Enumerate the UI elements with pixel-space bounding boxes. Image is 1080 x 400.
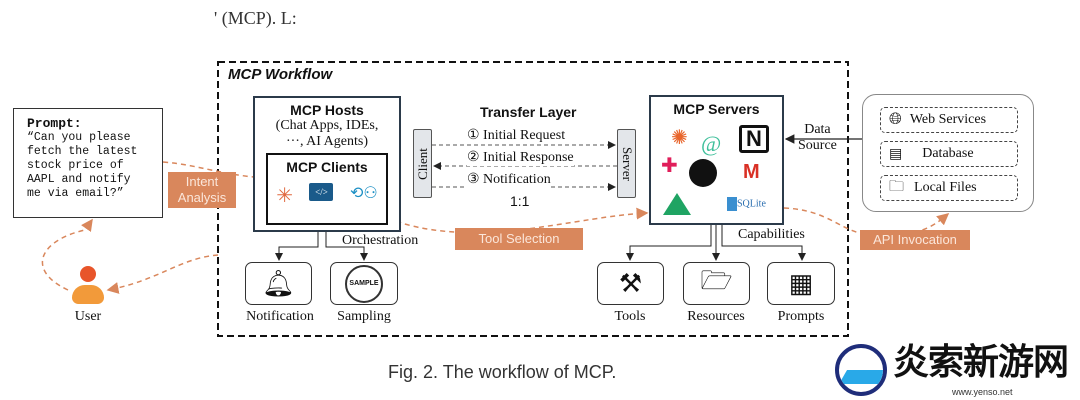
folder-icon: 🗁 [683, 262, 750, 305]
sample-stamp-icon: SAMPLE [330, 262, 398, 305]
capabilities-connector [721, 224, 806, 261]
prompt-line: AAPL and notify [27, 173, 131, 186]
step-initial-request: ① Initial Request [467, 127, 566, 144]
tools-label: Tools [614, 309, 646, 324]
workflow-to-user-flow [106, 254, 219, 294]
sampling-label: Sampling [337, 309, 391, 324]
hosts-title: MCP Hosts [290, 102, 364, 118]
notification-label: Notification [246, 309, 314, 324]
prompt-to-clients-flow [162, 161, 268, 184]
capabilities-label: Capabilities [738, 227, 805, 242]
claude-icon: ✳ [276, 185, 293, 207]
source-label: Database [922, 146, 974, 161]
orchestration-connector [275, 224, 319, 261]
user-label: User [74, 309, 102, 324]
prompt-line: stock price of [27, 159, 124, 172]
hosts-subtitle-2: ···, AI Agents) [285, 134, 369, 149]
prompt-card: Prompt: “Can you please fetch the latest… [13, 108, 163, 218]
google-drive-icon [663, 193, 691, 215]
github-icon [689, 159, 717, 187]
orchestration-label: Orchestration [342, 233, 419, 248]
grafana-icon: ✺ [671, 127, 688, 149]
transfer-title: Transfer Layer [480, 104, 577, 120]
data-source-line: Data [804, 122, 831, 137]
figure-caption: Fig. 2. The workflow of MCP. [388, 362, 617, 382]
bell-icon: 🔔︎ [245, 262, 312, 305]
ratio-label: 1:1 [510, 193, 530, 209]
gmail-icon: M [743, 161, 760, 183]
clients-title: MCP Clients [286, 159, 368, 175]
intent-analysis-tag: Intent Analysis [168, 172, 236, 208]
code-monitor-icon: </> [309, 183, 334, 201]
data-sources-panel [862, 94, 1034, 212]
source-web-services: 🌐︎ Web Services [880, 107, 1018, 133]
servers-title: MCP Servers [673, 101, 760, 117]
watermark-logo [835, 344, 887, 396]
globe-icon: 🌐︎ [889, 111, 902, 128]
prompt-line: fetch the latest [27, 145, 138, 158]
slack-icon: ✚ [661, 155, 678, 177]
client-endpoint: Client [413, 129, 432, 198]
database-icon: ▤ [889, 146, 903, 162]
orchestration-connector [325, 224, 368, 261]
watermark-url: www.yenso.net [952, 387, 1013, 397]
sqlite-text: SQLite [737, 198, 766, 210]
prompt-line: “Can you please [27, 131, 131, 144]
mcp-servers-box: MCP Servers ✺ @ N ✚ M SQLite [649, 95, 784, 225]
prompt-line: me via email?” [27, 187, 124, 200]
client-endpoint-label: Client [414, 147, 430, 180]
server-endpoint-label: Server [619, 146, 635, 181]
source-label: Web Services [909, 112, 987, 127]
capabilities-connector [626, 224, 712, 261]
notion-icon: N [739, 125, 769, 153]
sqlite-icon: SQLite [727, 197, 766, 211]
watermark-text: 炎索新游网 [893, 341, 1069, 382]
template-icon: ▦ [767, 262, 835, 305]
tools-icon: ⚒ [597, 262, 664, 305]
step-notification: ③ Notification [467, 171, 551, 188]
user-icon [72, 266, 104, 306]
server-endpoint: Server [617, 129, 636, 198]
source-label: Local Files [914, 180, 977, 195]
folders-icon: 🗀 [889, 178, 905, 195]
openai-swirl-icon: @ [701, 131, 722, 156]
prompts-label: Prompts [777, 309, 825, 324]
source-database: ▤ Database [880, 141, 1018, 167]
header-fragment: ' (MCP). L: [214, 8, 297, 28]
agents-icon: ⟲⚇ [349, 185, 378, 202]
tool-selection-tag: Tool Selection [455, 228, 583, 250]
source-local-files: 🗀 Local Files [880, 175, 1018, 201]
step-initial-response: ② Initial Response [467, 149, 574, 166]
prompt-label: Prompt: [27, 116, 82, 131]
mcp-clients-box: MCP Clients ✳ </> ⟲⚇ [266, 153, 388, 225]
resources-label: Resources [687, 309, 745, 324]
workflow-frame [217, 61, 849, 337]
hosts-subtitle-1: (Chat Apps, IDEs, [275, 118, 379, 133]
clients-to-servers-flow [387, 207, 649, 234]
api-invocation-tag: API Invocation [860, 230, 970, 250]
data-source-line: Source [798, 138, 837, 153]
workflow-title: MCP Workflow [228, 66, 333, 83]
user-to-prompt-flow [41, 218, 93, 291]
